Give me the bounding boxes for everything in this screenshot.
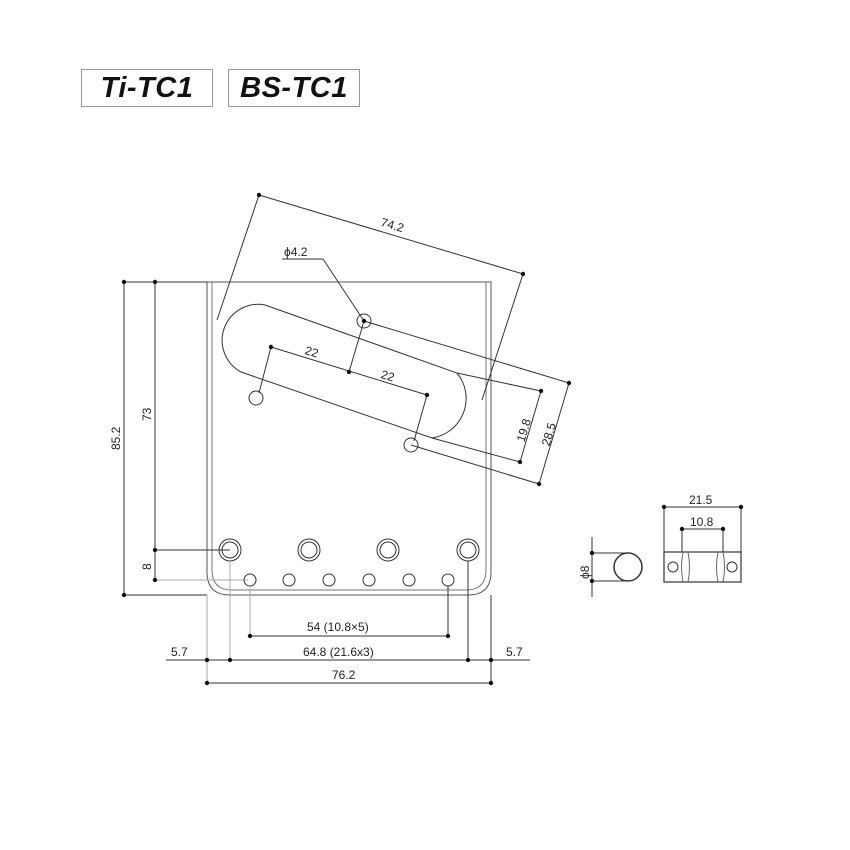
dim-mount-spacing: 64.8 (21.6x3): [303, 645, 374, 659]
pickup-mount-hole-right: [403, 437, 419, 453]
plate-outline: [206, 281, 492, 596]
dim-height-to-screw: 73: [140, 407, 154, 421]
dim-hole-spacing-right: 22: [379, 367, 396, 384]
dim-saddle-groove-spacing: 10.8: [690, 515, 714, 529]
dim-offset-outer: 28.5: [539, 421, 559, 448]
string-holes: [243, 573, 455, 587]
dim-overall-width: 76.2: [332, 668, 356, 682]
dim-overall-height: 85.2: [109, 426, 123, 450]
dim-saddle-length: 21.5: [689, 493, 713, 507]
model-badge-bs-tc1: BS-TC1: [228, 69, 360, 107]
dim-mount-hole-diameter: ϕ4.2: [284, 245, 308, 259]
dim-saddle-diameter: ϕ8: [578, 565, 592, 579]
pickup-mount-hole-left: [248, 390, 264, 406]
dim-slot-length: 74.2: [379, 215, 406, 235]
dim-hole-spacing-left: 22: [303, 343, 320, 360]
dim-string-spacing: 54 (10.8×5): [307, 620, 369, 634]
saddle-end-view: [613, 552, 643, 582]
plate-screw-holes: [218, 538, 480, 562]
model-badge-ti-tc1: Ti-TC1: [81, 69, 213, 107]
pickup-mount-hole-top: [356, 313, 372, 329]
dim-offset-inner: 19.8: [514, 417, 534, 444]
dim-edge-left: 5.7: [171, 645, 188, 659]
model-label: BS-TC1: [240, 71, 348, 104]
saddle-side-view: [663, 551, 742, 583]
pickup-slot: [221, 303, 467, 439]
dim-edge-right: 5.7: [506, 645, 523, 659]
plate-inner-line: [211, 282, 487, 591]
model-label: Ti-TC1: [100, 71, 194, 104]
dim-screw-to-string-hole: 8: [140, 563, 154, 570]
